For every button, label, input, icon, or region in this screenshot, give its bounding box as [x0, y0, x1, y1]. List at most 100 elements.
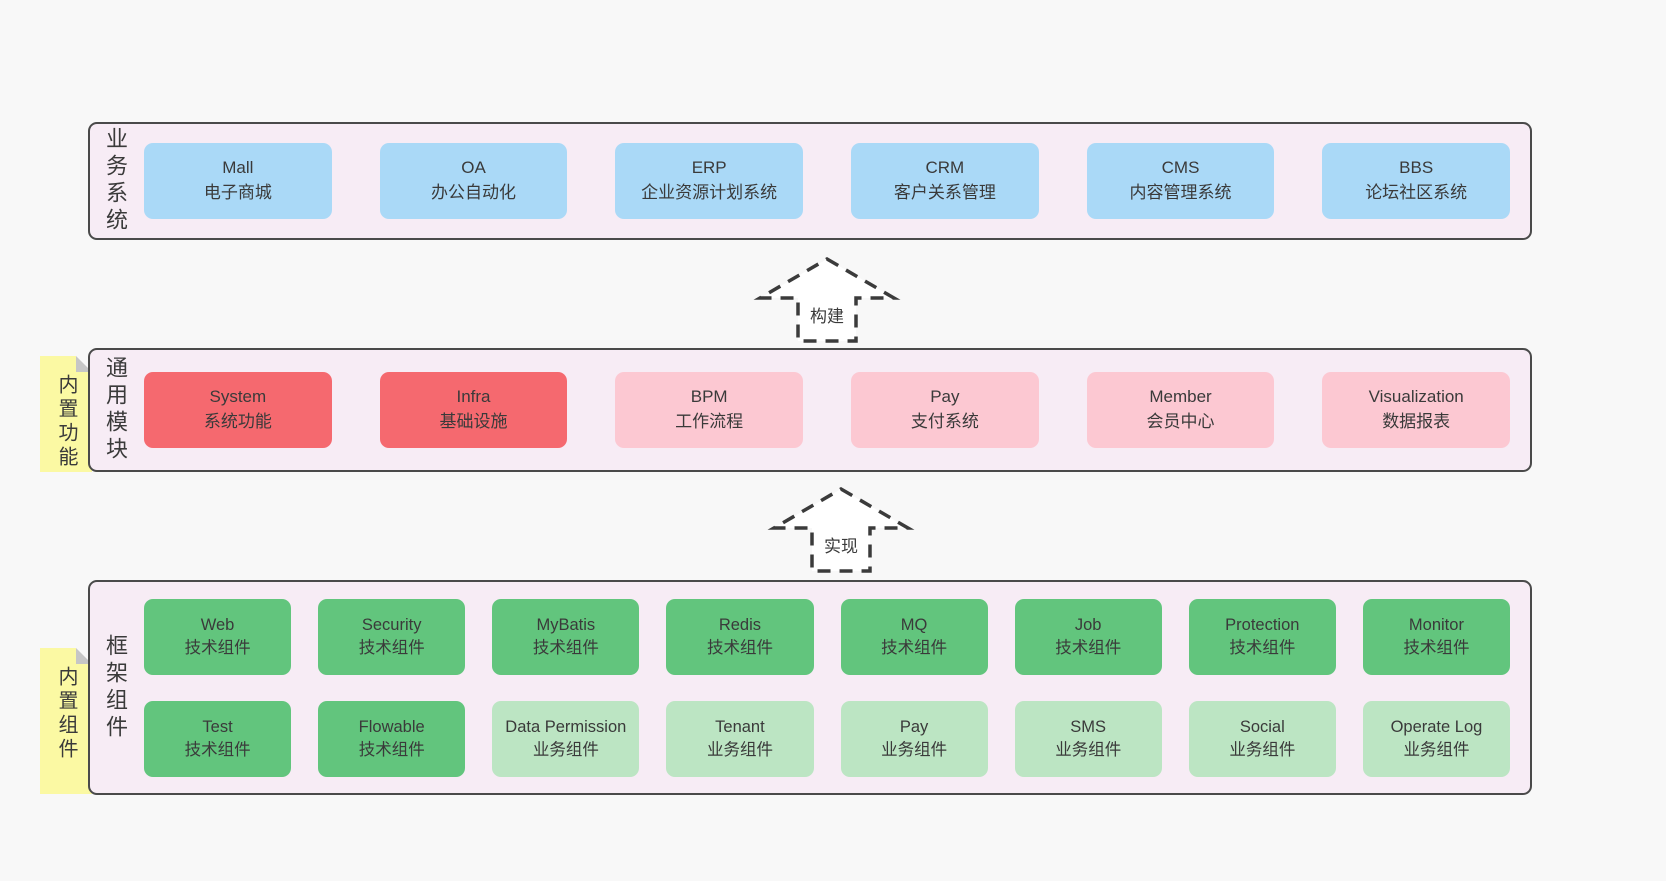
module-boxes: System 系统功能 Infra 基础设施 BPM 工作流程 Pay 支付系统…	[132, 372, 1530, 448]
box-subtitle: 技术组件	[706, 638, 773, 657]
module-box-bpm: BPM 工作流程	[615, 372, 804, 448]
up-arrow-icon	[767, 486, 915, 573]
box-title: OA	[461, 158, 486, 178]
business-systems-panel: 业务系统 Mall 电子商城 OA 办公自动化 ERP 企业资源计划系统 CRM…	[88, 122, 1532, 240]
box-subtitle: 系统功能	[203, 412, 272, 431]
box-title: Monitor	[1408, 616, 1464, 635]
framework-boxes: Web 技术组件 Security 技术组件 MyBatis 技术组件 Redi…	[132, 598, 1530, 777]
box-title: Visualization	[1368, 387, 1464, 407]
box-title: ERP	[691, 158, 727, 178]
component-box-mq: MQ 技术组件	[840, 598, 988, 675]
component-box-web: Web 技术组件	[144, 598, 292, 675]
implement-arrow-label: 实现	[822, 532, 860, 557]
box-title: Infra	[456, 387, 491, 407]
box-subtitle: 技术组件	[1055, 638, 1122, 657]
component-box-monitor: Monitor 技术组件	[1362, 598, 1510, 675]
component-box-test: Test 技术组件	[144, 700, 292, 777]
box-title: CRM	[925, 158, 965, 178]
box-subtitle: 技术组件	[358, 740, 425, 759]
box-title: MQ	[900, 616, 928, 635]
sticky-note-text: 内置功能	[55, 374, 77, 470]
box-title: Flowable	[358, 718, 425, 737]
component-box-redis: Redis 技术组件	[666, 598, 814, 675]
built-in-components-sticky-note: 内置组件	[40, 648, 92, 794]
component-box-protection: Protection 技术组件	[1188, 598, 1336, 675]
box-title: Pay	[930, 387, 960, 407]
business-box-bbs: BBS 论坛社区系统	[1322, 143, 1511, 219]
business-box-mall: Mall 电子商城	[144, 143, 332, 219]
box-subtitle: 基础设施	[439, 412, 508, 431]
business-boxes: Mall 电子商城 OA 办公自动化 ERP 企业资源计划系统 CRM 客户关系…	[132, 143, 1530, 219]
box-title: Redis	[718, 616, 762, 635]
box-title: Social	[1239, 718, 1285, 737]
framework-components-panel: 框架组件 Web 技术组件 Security 技术组件 MyBatis 技术组件…	[88, 580, 1532, 795]
build-arrow: 构建	[752, 256, 902, 344]
box-title: SMS	[1070, 718, 1107, 737]
module-box-visualization: Visualization 数据报表	[1322, 372, 1511, 448]
box-title: MyBatis	[536, 616, 596, 635]
box-subtitle: 工作流程	[675, 412, 744, 431]
box-title: Web	[200, 616, 235, 635]
box-subtitle: 业务组件	[881, 740, 948, 759]
box-title: BBS	[1399, 158, 1434, 178]
box-subtitle: 业务组件	[706, 740, 773, 759]
box-title: Tenant	[715, 718, 765, 737]
component-box-data-permission: Data Permission 业务组件	[492, 700, 640, 777]
box-subtitle: 客户关系管理	[893, 183, 996, 202]
box-subtitle: 技术组件	[881, 638, 948, 657]
box-title: CMS	[1161, 158, 1200, 178]
box-subtitle: 办公自动化	[431, 183, 516, 202]
box-subtitle: 业务组件	[1055, 740, 1122, 759]
box-subtitle: 技术组件	[1229, 638, 1296, 657]
box-subtitle: 论坛社区系统	[1365, 183, 1468, 202]
box-title: Operate Log	[1390, 718, 1483, 737]
box-title: Member	[1149, 387, 1212, 407]
implement-arrow: 实现	[766, 486, 916, 574]
box-title: Data Permission	[505, 718, 627, 737]
business-box-crm: CRM 客户关系管理	[851, 143, 1039, 219]
business-layer-label: 业务系统	[103, 127, 128, 235]
build-arrow-label: 构建	[808, 302, 846, 327]
box-subtitle: 企业资源计划系统	[641, 183, 778, 202]
module-box-member: Member 会员中心	[1086, 372, 1275, 448]
box-subtitle: 数据报表	[1382, 412, 1451, 431]
built-in-features-sticky-note: 内置功能	[40, 356, 92, 472]
box-title: Security	[361, 616, 422, 635]
box-subtitle: 业务组件	[1229, 740, 1296, 759]
box-title: BPM	[690, 387, 728, 407]
box-title: System	[209, 387, 267, 407]
framework-layer-label: 框架组件	[103, 633, 128, 742]
component-box-operate-log: Operate Log 业务组件	[1362, 700, 1510, 777]
business-box-oa: OA 办公自动化	[379, 143, 568, 219]
box-subtitle: 业务组件	[1403, 740, 1470, 759]
box-title: Test	[202, 718, 233, 737]
box-subtitle: 会员中心	[1146, 412, 1215, 431]
modules-layer-label: 通用模块	[103, 356, 128, 464]
module-box-infra: Infra 基础设施	[379, 372, 568, 448]
box-title: Job	[1074, 616, 1102, 635]
box-title: Mall	[222, 158, 254, 178]
box-title: Protection	[1225, 616, 1300, 635]
box-subtitle: 业务组件	[532, 740, 599, 759]
box-subtitle: 技术组件	[532, 638, 599, 657]
sticky-note-text: 内置组件	[55, 666, 77, 762]
box-title: Pay	[899, 718, 929, 737]
component-box-security: Security 技术组件	[318, 598, 466, 675]
module-box-pay: Pay 支付系统	[851, 372, 1039, 448]
component-box-sms: SMS 业务组件	[1014, 700, 1162, 777]
business-box-cms: CMS 内容管理系统	[1086, 143, 1275, 219]
box-subtitle: 电子商城	[203, 183, 272, 202]
module-box-system: System 系统功能	[144, 372, 332, 448]
common-modules-panel: 通用模块 System 系统功能 Infra 基础设施 BPM 工作流程 Pay…	[88, 348, 1532, 472]
up-arrow-icon	[753, 256, 901, 343]
component-box-tenant: Tenant 业务组件	[666, 700, 814, 777]
component-box-mybatis: MyBatis 技术组件	[492, 598, 640, 675]
component-box-social: Social 业务组件	[1188, 700, 1336, 777]
component-box-job: Job 技术组件	[1014, 598, 1162, 675]
box-subtitle: 技术组件	[1403, 638, 1470, 657]
component-box-pay: Pay 业务组件	[840, 700, 988, 777]
component-box-flowable: Flowable 技术组件	[318, 700, 466, 777]
box-subtitle: 技术组件	[358, 638, 425, 657]
box-subtitle: 技术组件	[184, 638, 251, 657]
box-subtitle: 支付系统	[910, 412, 979, 431]
